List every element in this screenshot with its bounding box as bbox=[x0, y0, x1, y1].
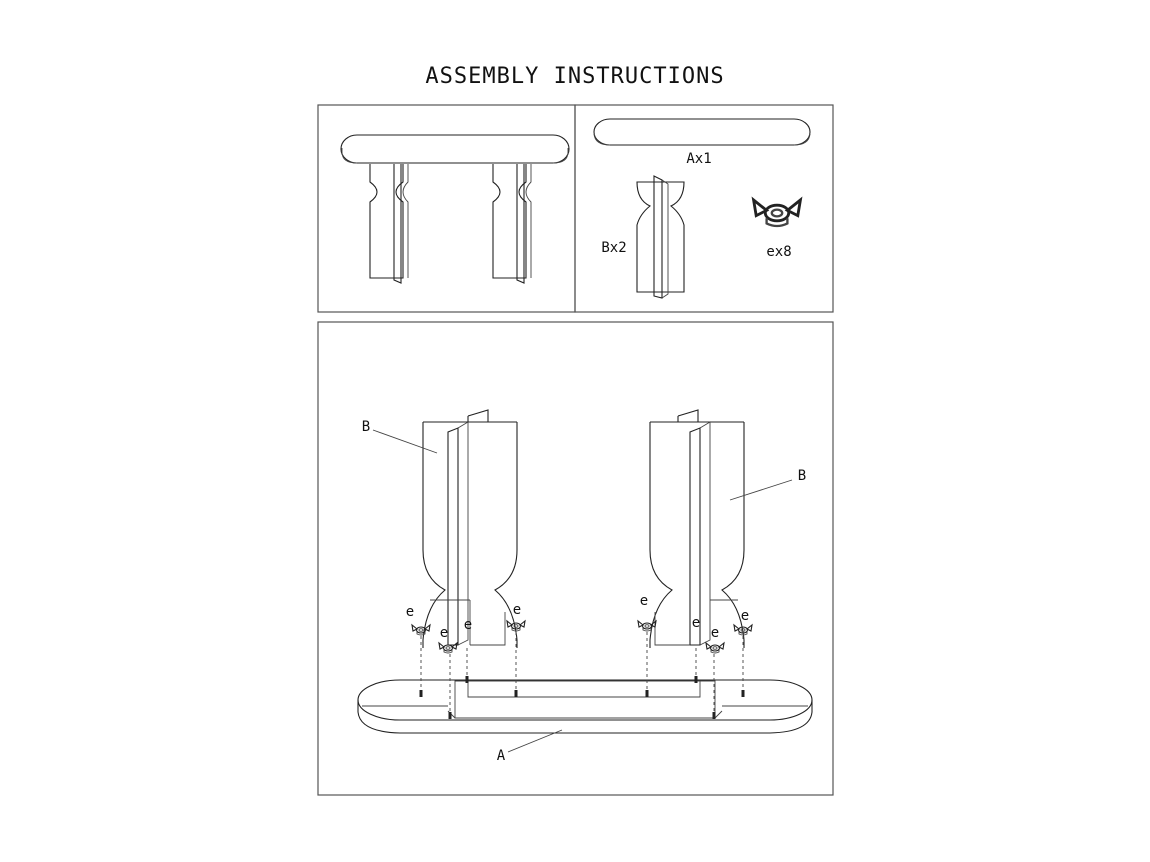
part-a-label: Ax1 bbox=[686, 151, 711, 167]
part-b-leg-illustration bbox=[636, 175, 685, 299]
callout-tabletop: A bbox=[497, 748, 506, 764]
callout-nut-2: e bbox=[440, 625, 448, 641]
callout-leg-left: B bbox=[362, 419, 370, 435]
assembly-panel bbox=[317, 321, 834, 796]
parts-panel bbox=[574, 104, 834, 313]
assembly-right-leg-illustration bbox=[649, 409, 745, 648]
part-e-label: ex8 bbox=[766, 244, 791, 260]
part-e-wingnut-illustration bbox=[752, 198, 802, 228]
assembly-tabletop-illustration bbox=[357, 679, 813, 734]
overview-panel bbox=[317, 104, 576, 313]
assembly-left-leg-illustration bbox=[422, 409, 518, 648]
callout-leg-right: B bbox=[798, 468, 806, 484]
wingnut-group bbox=[411, 620, 753, 719]
callout-nut-6: e bbox=[692, 615, 700, 631]
page-title: ASSEMBLY INSTRUCTIONS bbox=[425, 64, 725, 89]
callout-nut-7: e bbox=[711, 625, 719, 641]
callout-nut-8: e bbox=[741, 608, 749, 624]
callout-nut-4: e bbox=[513, 602, 521, 618]
part-b-label: Bx2 bbox=[601, 240, 626, 256]
assembled-table-illustration bbox=[340, 134, 570, 284]
callout-nut-1: e bbox=[406, 604, 414, 620]
callout-nut-3: e bbox=[464, 617, 472, 633]
part-a-tabletop-illustration bbox=[593, 118, 811, 146]
callout-nut-5: e bbox=[640, 593, 648, 609]
